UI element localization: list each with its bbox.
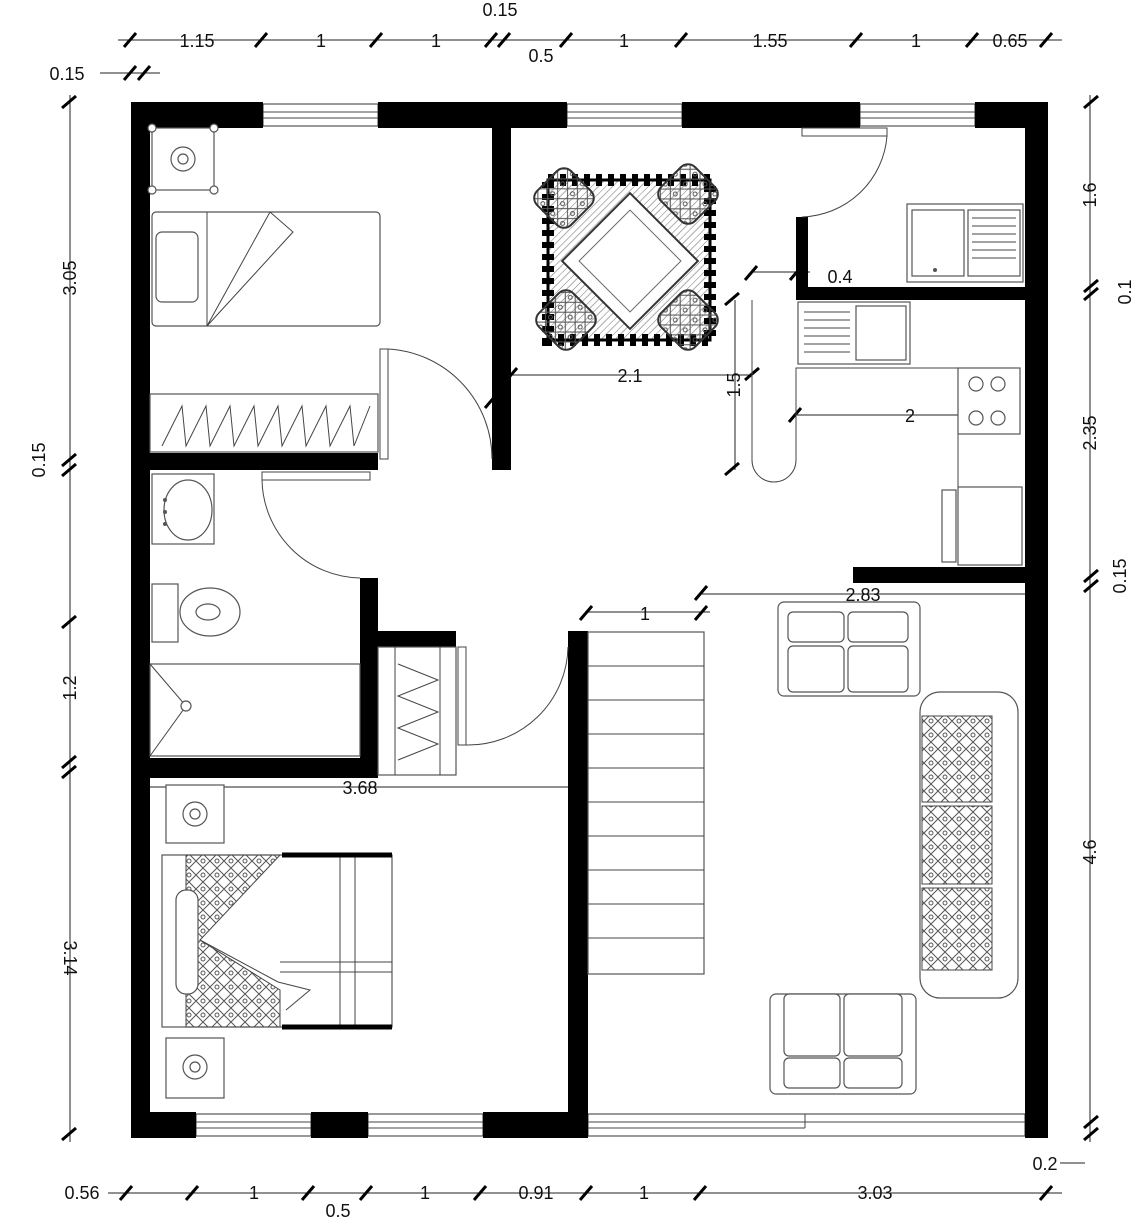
dimension-labels-right: 1.6 0.1 2.35 0.15 4.6 bbox=[1080, 182, 1135, 864]
door-bedroom1 bbox=[379, 348, 493, 460]
dim-top-9: 0.65 bbox=[992, 31, 1027, 51]
dim-right-3: 2.35 bbox=[1080, 415, 1100, 450]
walls bbox=[131, 102, 1048, 1138]
dimension-labels-left: 3.05 0.15 1.2 3.14 bbox=[29, 260, 80, 975]
laundry-sink bbox=[906, 203, 1024, 283]
dimension-labels-bottom: 0.56 1 0.5 1 0.91 1 3.03 0.2 bbox=[64, 1154, 1057, 1221]
dim-bottom-6: 1 bbox=[639, 1183, 649, 1203]
dim-right-1: 1.6 bbox=[1080, 182, 1100, 207]
dim-right-5: 4.6 bbox=[1080, 839, 1100, 864]
bedroom-2 bbox=[161, 784, 393, 1099]
armchair-top bbox=[777, 601, 921, 697]
dim-bottom-5: 0.91 bbox=[518, 1183, 553, 1203]
hall-closet bbox=[377, 646, 457, 776]
dim-kitchen-depth: 1.5 bbox=[724, 372, 744, 397]
door-bathroom bbox=[261, 471, 371, 579]
dim-top-5: 0.5 bbox=[528, 46, 553, 66]
nightstand-2 bbox=[165, 784, 225, 844]
doors bbox=[261, 127, 888, 746]
dim-left-2: 0.15 bbox=[29, 442, 49, 477]
fridge bbox=[941, 486, 1023, 566]
dim-kitchen-notch: 0.4 bbox=[827, 267, 852, 287]
kitchen-counter bbox=[751, 300, 959, 565]
dim-top-8: 1 bbox=[911, 31, 921, 51]
dining-set bbox=[533, 163, 719, 351]
dim-top-3: 1 bbox=[431, 31, 441, 51]
wardrobe-1 bbox=[149, 393, 379, 453]
window-bedroom2-b bbox=[367, 1113, 484, 1137]
sofa bbox=[919, 691, 1019, 999]
window-bedroom2-a bbox=[195, 1113, 312, 1137]
chair-top-right bbox=[657, 163, 719, 225]
dim-bottom-3: 0.5 bbox=[325, 1201, 350, 1221]
kitchen bbox=[751, 203, 1024, 566]
dim-kitchen-width: 2 bbox=[905, 406, 915, 426]
dim-right-4: 0.15 bbox=[1110, 558, 1130, 593]
double-bed bbox=[161, 852, 393, 1030]
chair-bottom-left bbox=[535, 289, 597, 351]
dim-right-2: 0.1 bbox=[1115, 279, 1135, 304]
dim-top-1: 1.15 bbox=[179, 31, 214, 51]
dim-bottom-4: 1 bbox=[420, 1183, 430, 1203]
door-closet bbox=[457, 646, 569, 746]
dim-bottom-7: 3.03 bbox=[857, 1183, 892, 1203]
window-bedroom1 bbox=[262, 103, 379, 127]
living-room bbox=[769, 601, 1019, 1095]
dim-top-left-offset: 0.15 bbox=[49, 64, 84, 84]
stairs bbox=[587, 631, 705, 975]
dim-top-2: 1 bbox=[316, 31, 326, 51]
dim-top-4: 0.15 bbox=[482, 0, 517, 20]
stove bbox=[957, 367, 1021, 435]
bedroom-1 bbox=[147, 123, 381, 453]
chair-top-left bbox=[533, 167, 595, 229]
dining-table bbox=[560, 191, 700, 331]
single-bed bbox=[151, 211, 381, 327]
dim-left-1: 3.05 bbox=[60, 260, 80, 295]
dimension-labels-top: 1.15 1 1 0.15 0.5 1 1.55 1 0.65 0.15 bbox=[49, 0, 1027, 84]
window-dining bbox=[566, 103, 683, 127]
dim-living: 2.83 bbox=[845, 585, 880, 605]
dim-bedroom2: 3.68 bbox=[342, 778, 377, 798]
nightstand-1 bbox=[147, 123, 219, 195]
window-kitchen bbox=[859, 103, 976, 127]
shower bbox=[149, 663, 361, 757]
dim-left-3: 1.2 bbox=[60, 675, 80, 700]
dim-dining: 2.1 bbox=[617, 366, 642, 386]
armchair-bottom bbox=[769, 993, 917, 1095]
door-kitchen bbox=[801, 127, 888, 218]
toilet bbox=[151, 583, 241, 643]
dim-top-7: 1.55 bbox=[752, 31, 787, 51]
dim-top-6: 1 bbox=[619, 31, 629, 51]
chair-bottom-right bbox=[657, 289, 719, 351]
bathroom bbox=[149, 473, 361, 757]
dim-bottom-right-offset: 0.2 bbox=[1032, 1154, 1057, 1174]
dim-bottom-1: 0.56 bbox=[64, 1183, 99, 1203]
dim-bottom-2: 1 bbox=[249, 1183, 259, 1203]
nightstand-3 bbox=[165, 1037, 225, 1099]
dim-left-4: 3.14 bbox=[60, 940, 80, 975]
dim-hall: 1 bbox=[640, 604, 650, 624]
sink bbox=[151, 473, 215, 545]
window-living bbox=[587, 1113, 1026, 1137]
